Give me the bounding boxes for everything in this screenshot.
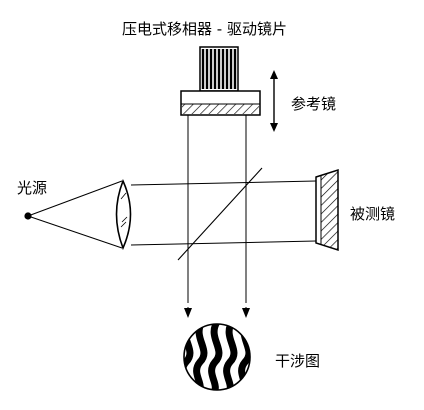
interference-pattern (183, 323, 251, 391)
light-source-label: 光源 (17, 179, 48, 197)
diagram-title: 压电式移相器 - 驱动镜片 (122, 20, 287, 38)
reference-mirror-label: 参考镜 (291, 95, 337, 113)
output-arrows (184, 262, 250, 318)
beam-splitter (177, 167, 263, 261)
piezo-actuator (199, 46, 239, 92)
source-beams (27, 180, 123, 249)
collimated-beams (130, 180, 317, 246)
test-mirror (315, 168, 339, 252)
reference-mirror (180, 90, 261, 116)
collimating-lens (115, 178, 132, 251)
movement-double-arrow (270, 70, 278, 132)
test-mirror-label: 被测镜 (350, 205, 396, 223)
vertical-beams (187, 115, 247, 300)
interference-pattern-label: 干涉图 (275, 352, 321, 370)
